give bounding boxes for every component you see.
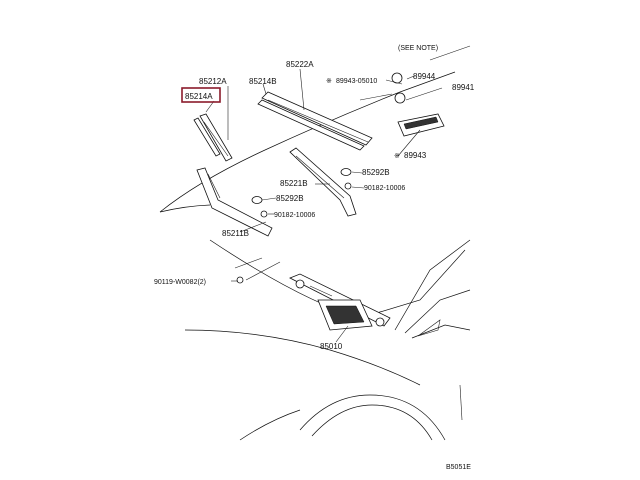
label-89941: 89941 [452, 83, 475, 92]
wiper-linkage [289, 273, 391, 331]
wiper-arm-left [196, 167, 273, 237]
label-top-ref: (SEE NOTE) [398, 45, 438, 52]
washer-nozzle [359, 45, 471, 137]
vehicle-body-outline [159, 71, 471, 441]
highlight-box [181, 87, 221, 103]
label-85214B: 85214B [249, 77, 277, 86]
leader-lines [205, 68, 443, 343]
footer-code: B5051E [446, 464, 471, 471]
label-85221B: 85221B [280, 179, 308, 188]
wiper-blade-right [257, 91, 373, 151]
label-90182-10006-left: 90182-10006 [274, 212, 315, 219]
label-85010: 85010 [320, 342, 343, 351]
label-89943-05010: 89943-05010 [336, 78, 377, 85]
label-85222A: 85222A [286, 60, 314, 69]
wiper-blade-left [193, 113, 233, 162]
wiper-arm-right [289, 147, 357, 217]
label-89944: 89944 [413, 72, 436, 81]
label-90119-W0082: 90119-W0082(2) [154, 279, 206, 286]
label-85211B: 85211B [222, 229, 249, 238]
label-85212A: 85212A [199, 77, 227, 86]
label-89943: 89943 [404, 151, 427, 160]
marker-icon: ※ [394, 153, 400, 160]
label-85292B: 85292B [276, 194, 304, 203]
label-85214A: 85214A [185, 92, 213, 101]
label-90182-10006-right: 90182-10006 [364, 185, 405, 192]
label-85292B-top: 85292B [362, 168, 390, 177]
marker-icon: ※ [326, 78, 332, 85]
